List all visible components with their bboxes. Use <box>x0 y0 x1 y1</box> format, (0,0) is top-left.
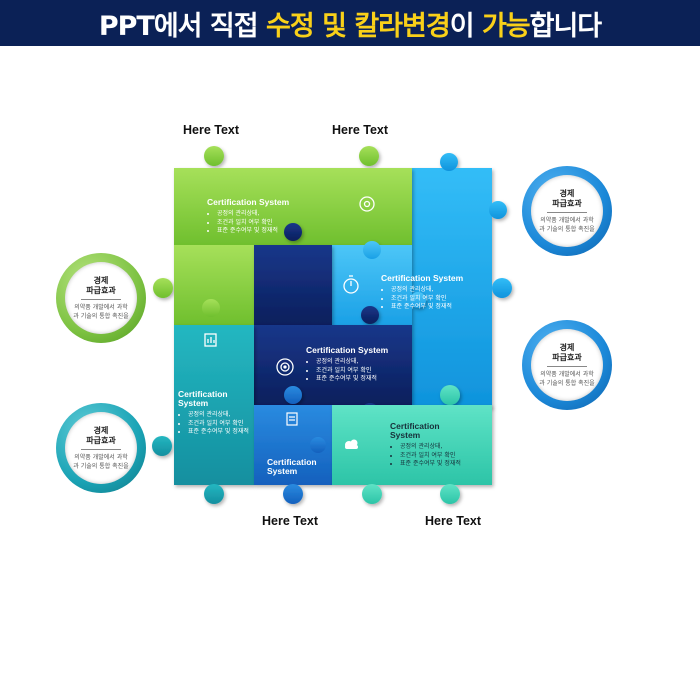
piece-green-title: Certification System <box>207 197 290 207</box>
piece-teal-bullet: 표준 준수여부 및 정재적 <box>188 428 278 437</box>
document-icon <box>286 412 298 426</box>
label-bottom-right: Here Text <box>425 514 482 528</box>
badge-title-2: 파급효과 <box>552 352 582 362</box>
piece-teal-title-2: System <box>178 398 209 408</box>
piece-teal-bullet: 공정의 관리상태, <box>188 411 278 420</box>
piece-mint-bullet: 표준 준수여부 및 정재적 <box>400 460 490 469</box>
piece-sky-bullet: 조건과 일치 여부 확인 <box>391 295 491 304</box>
badge-title-1: 경제 <box>559 342 575 352</box>
badge-left-lower: 경제 파급효과 의약품 개발에서 과학과 기술의 통합 촉진을 <box>56 403 146 493</box>
piece-navy <box>231 223 412 421</box>
badge-title-2: 파급효과 <box>86 435 116 445</box>
piece-sky-bullet: 표준 준수여부 및 정재적 <box>391 303 491 312</box>
banner-text-2: 이 <box>449 10 482 42</box>
banner-highlight-1: 수정 및 칼라변경 <box>266 10 451 42</box>
badge-right-lower: 경제 파급효과 의약품 개발에서 과학과 기술의 통합 촉진을 <box>522 320 612 410</box>
badge-divider <box>81 298 121 300</box>
badge-divider <box>547 365 587 367</box>
badge-divider <box>547 211 587 213</box>
piece-blue-title-2: System <box>267 466 298 476</box>
badge-title-2: 파급효과 <box>86 285 116 295</box>
chart-icon <box>204 333 217 347</box>
piece-mint-bullet: 조건과 일치 여부 확인 <box>400 452 490 461</box>
stopwatch-icon <box>343 275 359 294</box>
piece-navy-title: Certification System <box>306 345 389 355</box>
label-top-left: Here Text <box>183 123 240 137</box>
piece-mint-title-2: System <box>390 430 421 440</box>
settings-cycle-icon <box>359 196 375 212</box>
piece-navy-bullet: 표준 준수여부 및 정재적 <box>316 375 416 384</box>
piece-sky-bullet: 공정의 관리상태, <box>391 286 491 295</box>
piece-navy-text: Certification System 공정의 관리상태, 조건과 일치 여부… <box>306 346 416 384</box>
badge-title-1: 경제 <box>93 275 109 285</box>
piece-green-bullet: 조건과 일치 여부 확인 <box>217 219 327 228</box>
piece-blue-text: Certification System <box>267 458 337 476</box>
badge-desc: 의약품 개발에서 과학과 기술의 통합 촉진을 <box>73 453 129 470</box>
piece-teal <box>152 325 254 504</box>
badge-title-1: 경제 <box>559 188 575 198</box>
piece-sky-right <box>412 153 512 408</box>
badge-desc: 의약품 개발에서 과학과 기술의 통합 촉진을 <box>539 216 595 233</box>
banner-text-3: 합니다 <box>529 10 603 42</box>
target-icon <box>276 358 294 376</box>
label-bottom-left: Here Text <box>262 514 319 528</box>
piece-blue-title-1: Certification <box>267 457 317 467</box>
badge-title-2: 파급효과 <box>552 198 582 208</box>
cloud-icon <box>345 439 358 449</box>
piece-blue <box>254 386 332 504</box>
piece-mint <box>332 385 492 504</box>
piece-green-bullet: 공정의 관리상태, <box>217 210 327 219</box>
piece-navy-bullet: 조건과 일치 여부 확인 <box>316 367 416 376</box>
piece-sky-text: Certification System 공정의 관리상태, 조건과 일치 여부… <box>381 274 491 312</box>
piece-teal-text: Certification System 공정의 관리상태, 조건과 일치 여부… <box>178 390 278 437</box>
piece-teal-bullet: 조건과 일치 여부 확인 <box>188 420 278 429</box>
piece-mint-text: Certification System 공정의 관리상태, 조건과 일치 여부… <box>390 422 490 469</box>
piece-mint-bullet: 공정의 관리상태, <box>400 443 490 452</box>
piece-green-text: Certification System 공정의 관리상태, 조건과 일치 여부… <box>207 198 327 236</box>
piece-green-bullet: 표준 준수여부 및 정재적 <box>217 227 327 236</box>
badge-top-right: 경제 파급효과 의약품 개발에서 과학과 기술의 통합 촉진을 <box>522 166 612 256</box>
banner-text-1: PPT에서 직접 <box>98 10 266 42</box>
badge-desc: 의약품 개발에서 과학과 기술의 통합 촉진을 <box>539 370 595 387</box>
banner-highlight-2: 가능 <box>481 10 531 42</box>
badge-divider <box>81 448 121 450</box>
piece-mint-title-1: Certification <box>390 421 440 431</box>
badge-desc: 의약품 개발에서 과학과 기술의 통합 촉진을 <box>73 303 129 320</box>
badge-title-1: 경제 <box>93 425 109 435</box>
piece-teal-title-1: Certification <box>178 389 228 399</box>
badge-left-upper: 경제 파급효과 의약품 개발에서 과학과 기술의 통합 촉진을 <box>56 253 146 343</box>
label-top-right: Here Text <box>332 123 389 137</box>
piece-sky-title: Certification System <box>381 273 464 283</box>
piece-navy-bullet: 공정의 관리상태, <box>316 358 416 367</box>
